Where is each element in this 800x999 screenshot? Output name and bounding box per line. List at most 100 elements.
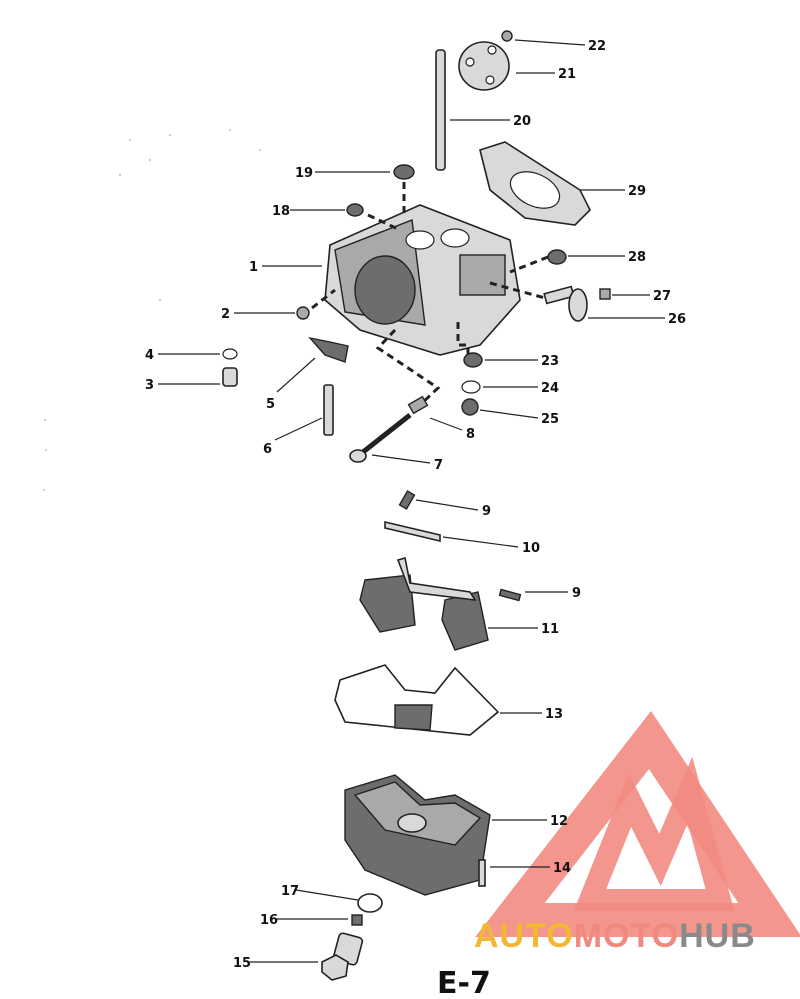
callout-label-9-upper: 9 <box>482 504 491 519</box>
part-6-needle-valve <box>323 384 334 436</box>
callout-label-23: 23 <box>541 354 559 369</box>
part-9-pin-right <box>498 588 522 602</box>
callout-10: 10 <box>442 536 540 556</box>
callout-label-11: 11 <box>541 622 559 637</box>
part-17-o-ring <box>357 893 383 913</box>
callout-label-10: 10 <box>522 541 540 556</box>
part-12-float-bowl <box>344 774 491 896</box>
part-4-washer <box>222 348 238 360</box>
part-8-spring <box>407 395 429 415</box>
callout-label-24: 24 <box>541 381 559 396</box>
callout-12: 12 <box>492 814 568 829</box>
callout-label-29: 29 <box>628 184 646 199</box>
part-25-spring <box>461 398 479 416</box>
callout-23: 23 <box>485 354 559 369</box>
part-19-plug <box>393 164 415 180</box>
callout-20: 20 <box>450 114 531 129</box>
callout-8: 8 <box>429 417 475 442</box>
part-23-plug <box>463 352 483 368</box>
part-1-carburetor-body <box>324 204 521 356</box>
part-29-gasket <box>479 141 591 226</box>
callout-22: 22 <box>514 39 606 54</box>
callout-label-28: 28 <box>628 250 646 265</box>
assembly-path-26 <box>489 281 546 300</box>
part-5-float-arm <box>308 336 349 363</box>
part-2-screw <box>296 306 310 320</box>
callout-7: 7 <box>371 454 443 473</box>
callout-16: 16 <box>260 913 348 928</box>
callout-label-1: 1 <box>249 260 258 275</box>
part-14-screw <box>478 859 486 887</box>
part-18-plug <box>346 203 364 217</box>
callout-label-13: 13 <box>545 707 563 722</box>
part-9-pin-upper <box>398 490 416 510</box>
part-24-washer <box>461 380 481 394</box>
callout-label-17: 17 <box>281 884 299 899</box>
callout-label-5: 5 <box>266 397 275 412</box>
callout-15: 15 <box>233 956 318 971</box>
callout-24: 24 <box>483 381 559 396</box>
callout-14: 14 <box>490 861 571 876</box>
callout-21: 21 <box>516 67 576 82</box>
page-label: E-7 <box>437 966 491 999</box>
callout-17: 17 <box>281 884 359 901</box>
callout-6: 6 <box>263 417 323 457</box>
callout-9-right: 9 <box>525 586 581 601</box>
callout-label-15: 15 <box>233 956 251 971</box>
callout-3: 3 <box>145 378 220 393</box>
logo-m-icon <box>573 756 735 911</box>
assembly-path-23 <box>456 322 470 355</box>
callout-label-14: 14 <box>553 861 571 876</box>
callout-11: 11 <box>488 622 559 637</box>
assembly-path-18 <box>367 213 401 232</box>
part-21-cover-plate <box>458 41 510 91</box>
callout-label-9-right: 9 <box>572 586 581 601</box>
watermark-word-auto: AUTO <box>474 917 574 955</box>
callout-2: 2 <box>221 307 295 322</box>
part-10-hinge-pin <box>384 520 441 543</box>
part-13-gasket <box>334 664 500 736</box>
callout-25: 25 <box>479 409 559 427</box>
part-26-valve-lever <box>543 285 588 322</box>
assembly-path-2 <box>311 288 336 310</box>
assembly-path-28 <box>509 255 549 274</box>
watermark-word-hub: HUB <box>679 917 756 955</box>
callout-4: 4 <box>145 348 220 363</box>
callout-19: 19 <box>295 166 390 181</box>
callout-label-21: 21 <box>558 67 576 82</box>
part-28-plug <box>547 249 567 265</box>
automotohub-logo: AUTOMOTOHUB <box>474 710 800 955</box>
callout-label-19: 19 <box>295 166 313 181</box>
callout-label-4: 4 <box>145 348 154 363</box>
part-22-screw <box>501 30 513 42</box>
part-7-adjust-screw <box>349 413 412 463</box>
callout-9-upper: 9 <box>415 499 491 519</box>
part-20-shaft <box>435 49 446 171</box>
watermark-word-moto: MOTO <box>574 917 679 955</box>
callout-label-27: 27 <box>653 289 671 304</box>
scan-noise <box>43 129 261 491</box>
callout-label-26: 26 <box>668 312 686 327</box>
callout-13: 13 <box>500 707 563 722</box>
callout-18: 18 <box>272 204 345 219</box>
callout-label-6: 6 <box>263 442 272 457</box>
part-27-screw <box>599 288 611 300</box>
callout-label-12: 12 <box>550 814 568 829</box>
callout-label-22: 22 <box>588 39 606 54</box>
callout-label-16: 16 <box>260 913 278 928</box>
callout-label-2: 2 <box>221 307 230 322</box>
part-15-drain-plug <box>321 932 364 981</box>
callout-29: 29 <box>580 184 646 199</box>
part-16-gasket <box>351 914 363 926</box>
callout-26: 26 <box>588 312 686 327</box>
callout-label-25: 25 <box>541 412 559 427</box>
callout-5: 5 <box>266 357 316 412</box>
callout-28: 28 <box>568 250 646 265</box>
watermark-wordmark: AUTOMOTOHUB <box>474 917 756 955</box>
callout-label-8: 8 <box>466 427 475 442</box>
callout-27: 27 <box>612 289 671 304</box>
callout-label-20: 20 <box>513 114 531 129</box>
callout-label-18: 18 <box>272 204 290 219</box>
callout-label-3: 3 <box>145 378 154 393</box>
